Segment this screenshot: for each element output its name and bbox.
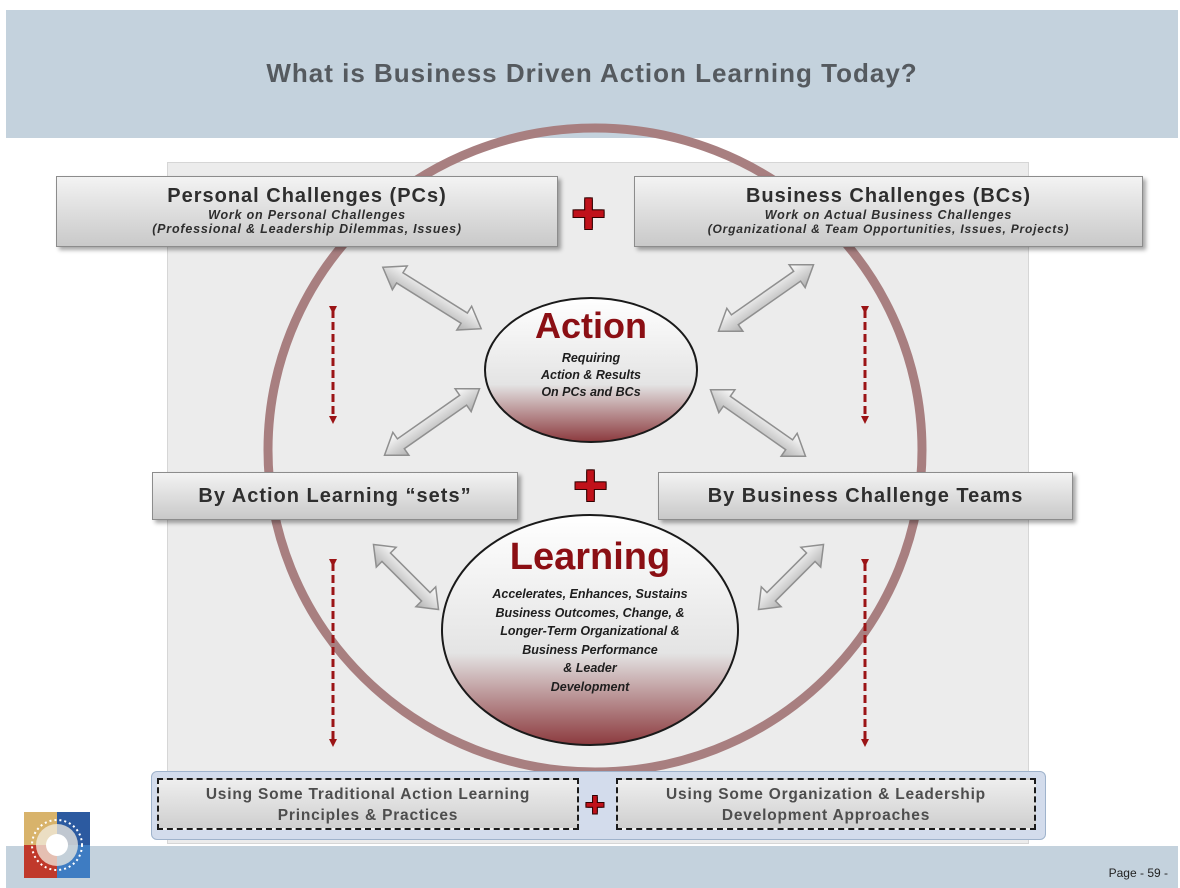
organization-line2: Development Approaches (721, 807, 931, 824)
plus-icon: + (573, 452, 609, 519)
double-arrow-icon (709, 388, 807, 458)
action-title: Action (535, 305, 647, 346)
organization-leadership-box: Using Some Organization & Leadership Dev… (616, 778, 1036, 830)
personal-challenges-box: Personal Challenges (PCs) Work on Person… (56, 176, 558, 247)
action-line: On PCs and BCs (541, 385, 641, 399)
traditional-action-learning-box: Using Some Traditional Action Learning P… (157, 778, 579, 830)
learning-line: Accelerates, Enhances, Sustains (492, 587, 688, 601)
personal-challenges-title: Personal Challenges (PCs) (167, 185, 447, 207)
double-arrow-icon (381, 265, 483, 331)
business-challenges-line1: Work on Actual Business Challenges (764, 208, 1013, 222)
personal-challenges-line2: (Professional & Leadership Dilemmas, Iss… (152, 222, 462, 236)
action-description: Requiring Action & Results On PCs and BC… (496, 350, 686, 401)
page-number: Page - 59 - (1108, 866, 1168, 880)
traditional-line1: Using Some Traditional Action Learning (205, 786, 531, 803)
double-arrow-icon (717, 263, 815, 333)
action-line: Requiring (561, 351, 621, 365)
action-line: Action & Results (540, 368, 641, 382)
double-arrow-icon (757, 543, 825, 611)
double-arrow-icon (372, 543, 440, 611)
page-title: What is Business Driven Action Learning … (266, 58, 918, 88)
organization-line1: Using Some Organization & Leadership (666, 786, 986, 803)
business-challenges-title: Business Challenges (BCs) (745, 185, 1032, 207)
organization-logo-icon (24, 812, 90, 878)
learning-line: Business Outcomes, Change, & (495, 605, 685, 620)
learning-line: & Leader (563, 661, 617, 675)
gray-arrows (372, 263, 825, 611)
learning-title: Learning (509, 536, 671, 578)
plus-icon: + (585, 786, 605, 824)
action-learning-sets-box: By Action Learning “sets” (152, 472, 518, 520)
business-challenges-line2: (Organizational & Team Opportunities, Is… (707, 222, 1070, 236)
footer-band (6, 846, 1178, 888)
action-oval (484, 297, 698, 443)
traditional-line2: Principles & Practices (277, 807, 459, 824)
business-challenge-teams-box: By Business Challenge Teams (658, 472, 1073, 520)
business-challenge-teams-label: By Business Challenge Teams (707, 485, 1024, 507)
learning-line: Longer-Term Organizational & (500, 624, 680, 638)
learning-line: Development (550, 679, 630, 694)
red-dashed-arrows (329, 306, 869, 747)
personal-challenges-line1: Work on Personal Challenges (208, 208, 406, 222)
double-arrow-icon (383, 387, 481, 457)
learning-line: Business Performance (522, 642, 658, 657)
header-band (6, 10, 1178, 138)
learning-description: Accelerates, Enhances, Sustains Business… (470, 585, 710, 696)
learning-oval (441, 514, 739, 746)
business-challenges-box: Business Challenges (BCs) Work on Actual… (634, 176, 1143, 247)
action-learning-sets-label: By Action Learning “sets” (198, 485, 472, 507)
plus-icon: + (571, 180, 607, 247)
